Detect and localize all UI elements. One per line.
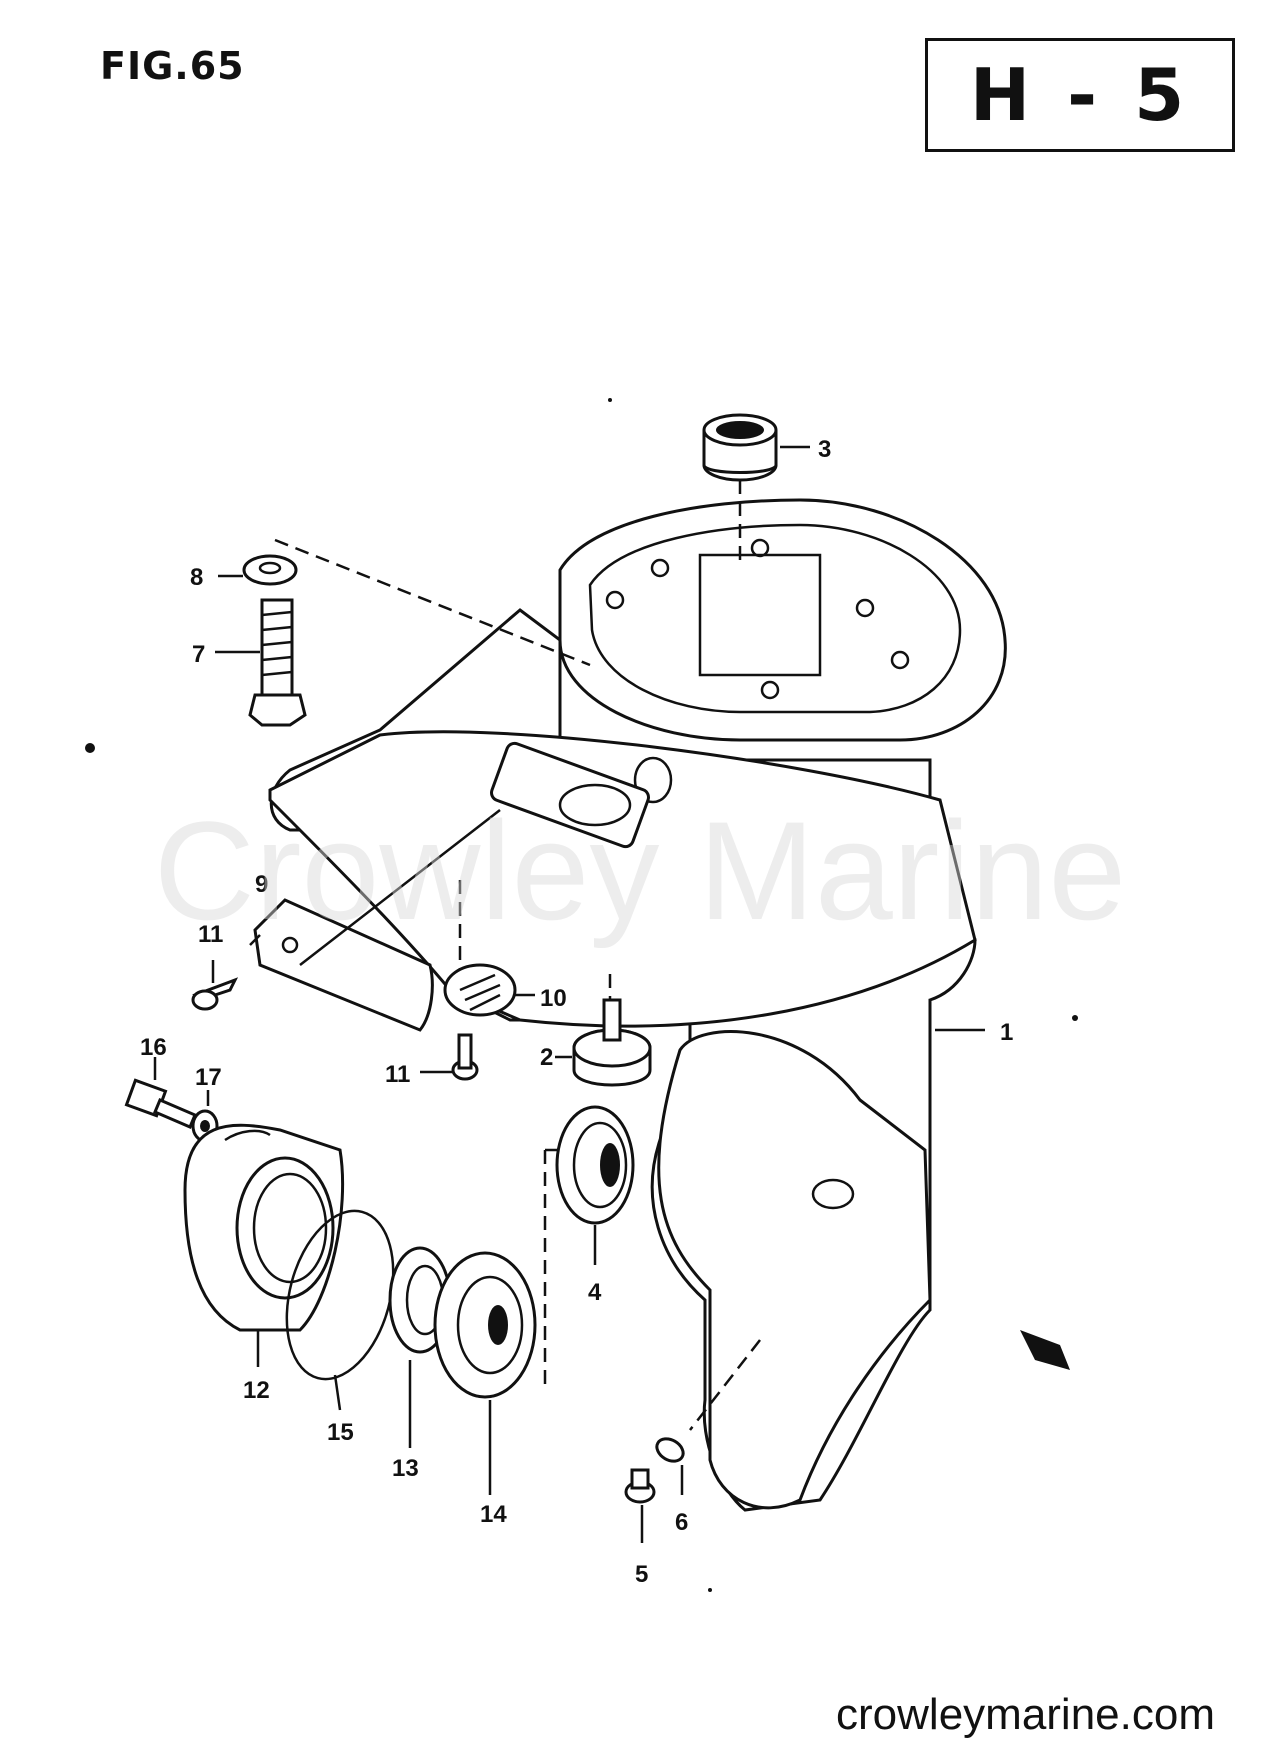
figure-label: FIG.65 [100,44,245,88]
callout-15: 15 [327,1419,354,1446]
gear-case-housing [268,480,1007,1512]
callout-10: 10 [540,985,567,1012]
callout-16: 16 [140,1034,167,1061]
callout-1: 1 [1000,1019,1013,1046]
upper-bearing [555,1105,635,1265]
drain-screw-group [624,1437,685,1543]
section-code: H - 5 [969,53,1191,137]
scan-dot [85,743,95,753]
bushing-part [702,413,810,482]
section-box: H - 5 [925,38,1235,152]
callout-13: 13 [392,1455,419,1482]
scan-dot [1072,1015,1078,1021]
callout-4: 4 [588,1279,602,1306]
watermark: Crowley Marine [153,792,1127,949]
propeller-shaft-housing-group [183,1123,537,1495]
callout-14: 14 [480,1501,507,1528]
callout-17: 17 [195,1064,222,1091]
callout-8: 8 [190,564,203,591]
callout-12: 12 [243,1377,270,1404]
callout-6: 6 [675,1509,688,1536]
scan-dot [608,398,612,402]
front-arrow-mark [1020,1330,1070,1370]
callout-5: 5 [635,1561,648,1588]
footer-site-label: crowleymarine.com [836,1690,1215,1739]
callout-11b: 11 [385,1061,410,1088]
callout-11a: 11 [198,921,223,948]
callout-7: 7 [192,641,205,668]
scan-dot [708,1588,712,1592]
anode-plate-group [191,809,535,1081]
washer-and-bolt [215,554,307,727]
callout-9: 9 [255,871,268,898]
callout-3: 3 [818,436,831,463]
rubber-mount [555,998,652,1087]
callout-2: 2 [540,1044,553,1071]
